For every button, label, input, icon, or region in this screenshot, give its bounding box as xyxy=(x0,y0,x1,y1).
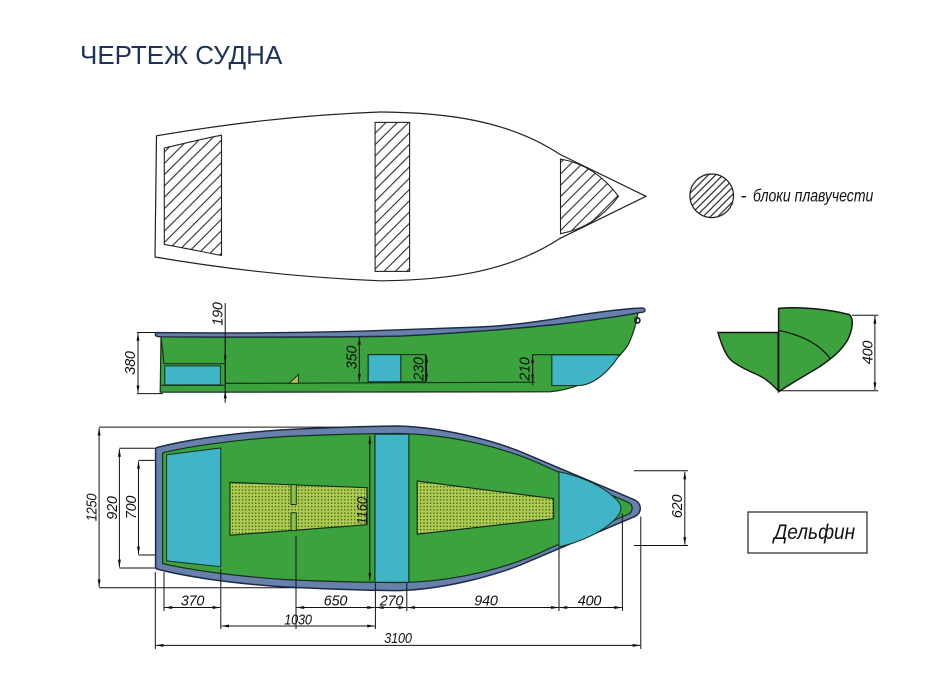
svg-text:400: 400 xyxy=(859,340,876,364)
svg-text:940: 940 xyxy=(474,592,498,609)
svg-text:270: 270 xyxy=(379,592,404,609)
svg-text:190: 190 xyxy=(209,301,226,325)
svg-text:3100: 3100 xyxy=(384,630,412,647)
svg-text:210: 210 xyxy=(517,356,534,381)
svg-text:400: 400 xyxy=(578,592,602,609)
svg-text:380: 380 xyxy=(122,350,139,374)
svg-text:блоки плавучести: блоки плавучести xyxy=(753,186,873,206)
svg-text:620: 620 xyxy=(669,494,686,518)
svg-text:230: 230 xyxy=(411,356,428,381)
svg-text:920: 920 xyxy=(104,495,121,519)
svg-text:370: 370 xyxy=(181,592,205,609)
svg-text:1160: 1160 xyxy=(354,496,371,524)
svg-text:1030: 1030 xyxy=(284,611,312,628)
svg-text:ЧЕРТЕЖ СУДНА: ЧЕРТЕЖ СУДНА xyxy=(80,40,283,70)
svg-text:1250: 1250 xyxy=(83,493,100,521)
svg-text:-: - xyxy=(741,186,747,206)
svg-text:650: 650 xyxy=(324,592,348,609)
svg-text:700: 700 xyxy=(123,495,140,519)
svg-text:Дельфин: Дельфин xyxy=(772,521,855,544)
svg-text:350: 350 xyxy=(343,345,360,369)
